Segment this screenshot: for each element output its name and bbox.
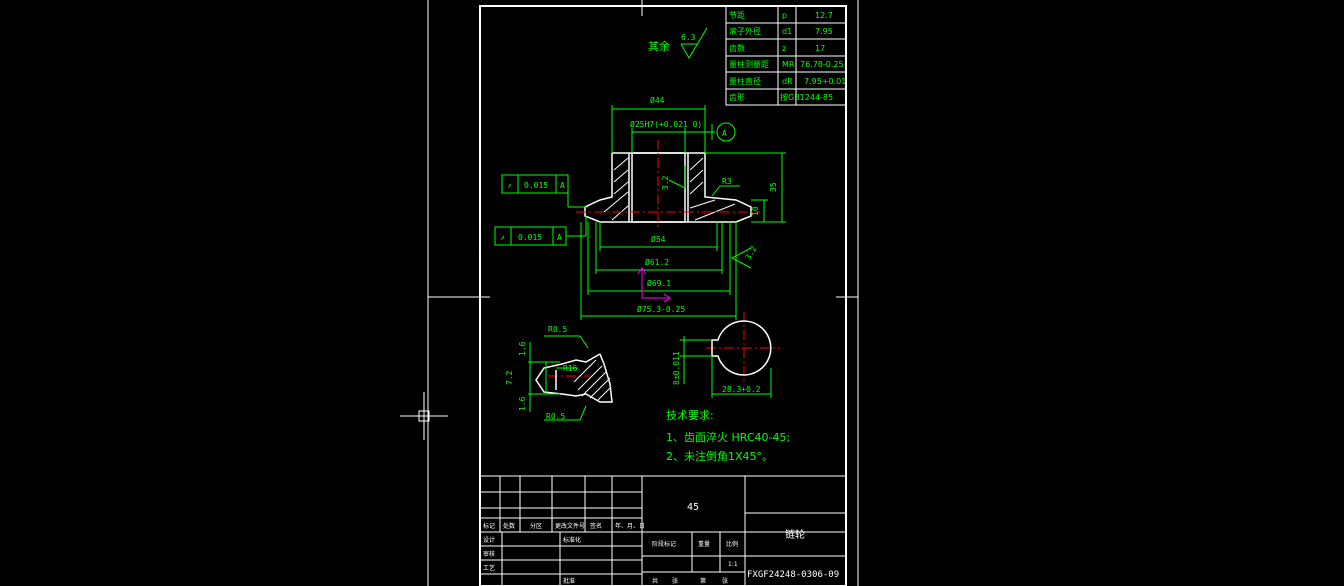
param-value: 17 [815, 44, 825, 53]
tooth-dimension-lines [528, 335, 589, 421]
param-value: 12.7 [815, 11, 833, 20]
datum-label: A [722, 129, 727, 138]
rev-header: 更改文件号 [555, 522, 585, 530]
param-symbol: p [782, 11, 787, 20]
param-name: 齿形 [729, 93, 745, 102]
tooth-hatching [573, 359, 611, 401]
param-name: 滚子外径 [729, 26, 761, 36]
sheet-label: 张 [722, 577, 728, 585]
rev-header: 年、月、日 [615, 522, 645, 530]
scale-value: 1:1 [728, 561, 738, 568]
param-name: 量柱测量距 [729, 59, 769, 69]
rev-header: 分区 [530, 522, 542, 530]
title-block [480, 475, 846, 586]
dim-h35: 35 [769, 182, 778, 192]
viewport-guides [427, 0, 859, 586]
drawing-number: FXGF24248-0306-09 [747, 570, 839, 580]
rev-header: 处数 [503, 522, 515, 530]
param-value: 7.95+0.01 [804, 77, 846, 86]
tooth-r-top: R0.5 [548, 325, 567, 334]
param-symbol: dR [782, 77, 793, 86]
sheet-label: 第 [700, 577, 706, 585]
sheet-label: 共 [652, 577, 658, 585]
tooth-r-mid: R16 [563, 364, 578, 373]
sheet-label: 张 [672, 577, 678, 585]
tolerance-frame [494, 174, 569, 246]
tooth-profile-detail [535, 353, 613, 403]
runout-symbol: ↗ [507, 181, 512, 190]
role-label: 工艺 [483, 564, 495, 572]
technical-requirements: 技术要求: 1、齿面淬火 HRC40-45; 2、未注倒角1X45°。 [666, 409, 790, 463]
tooth-d3: 1.6 [518, 396, 527, 411]
drawing-border [479, 5, 847, 586]
role-label: 设计 [483, 536, 495, 544]
dim-d61: Ø61.2 [645, 257, 669, 267]
param-value: 按GB1244-85 [780, 92, 833, 102]
tolerance-datum: A [557, 233, 562, 242]
requirement-item: 2、未注倒角1X45°。 [666, 449, 773, 463]
dim-d69: Ø69.1 [647, 278, 671, 288]
runout-symbol: ↗ [500, 233, 505, 242]
roughness-note-value: 6.3 [681, 33, 696, 42]
roughness-note-label: 其余 [648, 39, 670, 53]
requirements-title: 技术要求: [666, 409, 714, 422]
roughness-note: 其余 6.3 [648, 27, 708, 59]
material-label: 45 [687, 502, 699, 513]
tolerance-datum: A [560, 181, 565, 190]
dim-r3: R3 [722, 177, 732, 186]
requirement-item: 1、齿面淬火 HRC40-45; [666, 430, 790, 444]
keyway-width: 8±0.011 [672, 351, 681, 385]
center-lines [548, 140, 780, 384]
keyway-view [711, 320, 772, 376]
keyway-dimension-lines [680, 336, 772, 398]
param-value: 76.78-0.25 [800, 60, 844, 69]
part-name: 链轮 [785, 528, 805, 541]
param-symbol: MR [782, 60, 795, 69]
tolerance-value: 0.015 [524, 181, 548, 190]
param-symbol: d1 [782, 27, 792, 36]
dim-d44: Ø44 [650, 95, 665, 105]
param-name: 量柱直径 [729, 76, 761, 86]
role-label: 标准化 [563, 536, 581, 544]
dim-d54: Ø54 [651, 234, 666, 244]
param-symbol: z [782, 44, 786, 53]
dim-d75: Ø75.3-0.25 [637, 304, 685, 314]
parameter-table: 节距 p 12.7 滚子外径 d1 7.95 齿数 z 17 量柱测量距 MR … [725, 5, 847, 106]
dimension-text: Ø44 Ø25H7(+0.021 0) A Ø54 Ø61.2 Ø69.1 Ø7… [630, 95, 778, 314]
role-label: 审核 [483, 550, 495, 558]
roughness-value: 3.2 [661, 175, 670, 190]
tooth-r-bot: R0.5 [546, 412, 565, 421]
keyway-height: 28.3+0.2 [722, 385, 761, 394]
rev-header: 标记 [483, 522, 495, 530]
stage-header: 重量 [698, 540, 710, 548]
param-name: 节距 [729, 11, 745, 20]
tooth-d2: 7.2 [505, 370, 514, 385]
param-name: 齿数 [729, 43, 745, 53]
roughness-value: 3.2 [744, 244, 759, 261]
stage-header: 比例 [726, 540, 738, 548]
approve-label: 批准 [563, 577, 575, 585]
ucs-icon [637, 267, 671, 303]
stage-header: 阶段标记 [652, 540, 676, 548]
rev-header: 签名 [590, 522, 602, 530]
tooth-d1: 1.6 [518, 341, 527, 356]
dim-bore: Ø25H7(+0.021 0) [630, 119, 702, 129]
tolerance-value: 0.015 [518, 233, 542, 242]
dimension-lines [566, 105, 786, 320]
param-value: 7.95 [815, 27, 833, 36]
dim-h10: 10 [751, 206, 760, 216]
cad-cursor[interactable] [400, 392, 448, 440]
